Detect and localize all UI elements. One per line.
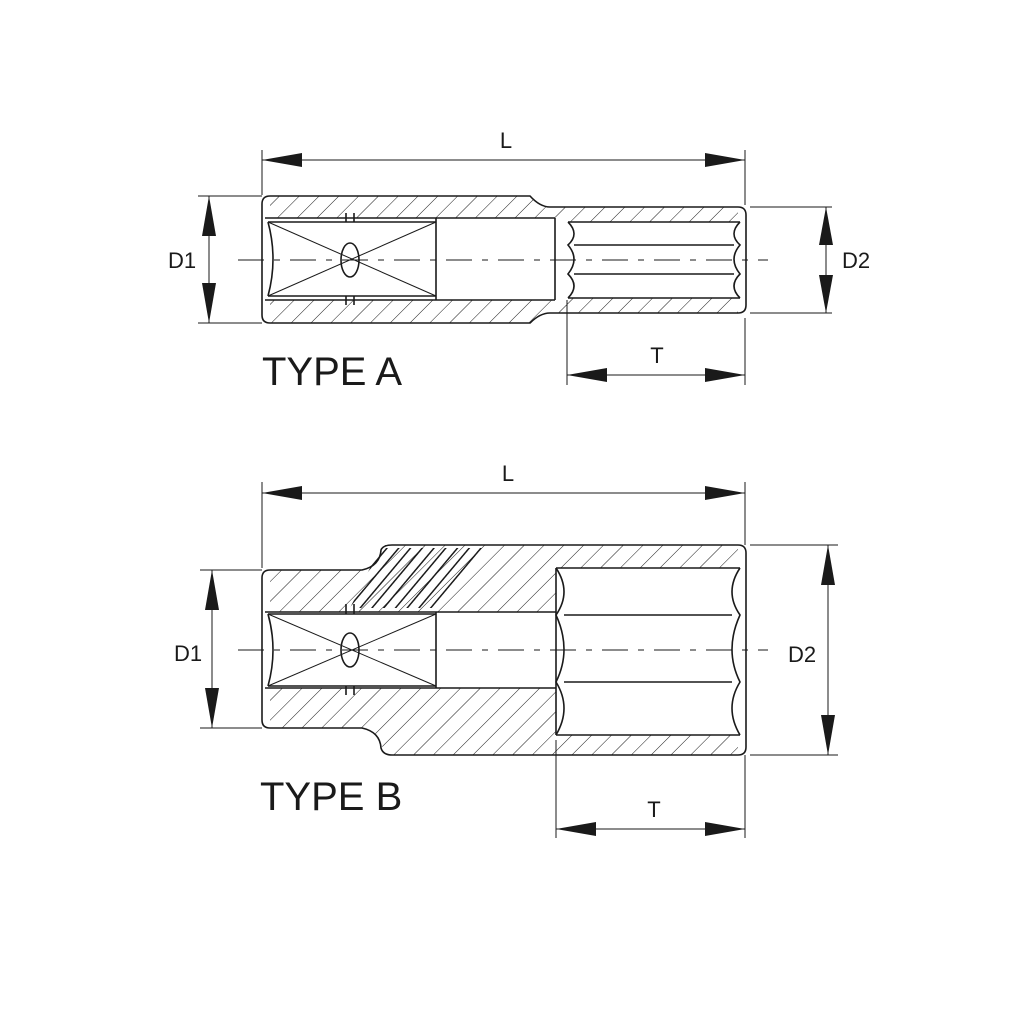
type-b-label-l: L bbox=[502, 461, 514, 486]
type-a-dimension-t: T bbox=[566, 300, 746, 385]
type-b-dimension-t: T bbox=[555, 740, 746, 838]
type-b-dimension-d2: D2 bbox=[750, 544, 838, 756]
type-a-dimension-d1: D1 bbox=[168, 195, 262, 324]
type-b-label-t: T bbox=[647, 797, 660, 822]
type-a-drawing: L D1 D2 T bbox=[168, 128, 870, 394]
type-a-label-l: L bbox=[500, 128, 512, 153]
type-b-dimension-d1: D1 bbox=[174, 569, 262, 729]
type-a-dimension-l: L bbox=[261, 128, 746, 205]
type-a-dimension-d2: D2 bbox=[750, 206, 870, 314]
type-b-label-d2: D2 bbox=[788, 642, 816, 667]
type-a-socket-body bbox=[238, 195, 768, 324]
type-a-label-t: T bbox=[650, 343, 663, 368]
type-a-label-d2: D2 bbox=[842, 248, 870, 273]
type-b-drawing: L D1 D2 T bbox=[174, 461, 838, 838]
type-a-label-d1: D1 bbox=[168, 248, 196, 273]
type-b-title: TYPE B bbox=[260, 775, 402, 819]
type-b-label-d1: D1 bbox=[174, 641, 202, 666]
type-b-dimension-l: L bbox=[261, 461, 746, 568]
type-b-socket-body bbox=[238, 544, 768, 756]
type-a-title: TYPE A bbox=[262, 350, 402, 394]
